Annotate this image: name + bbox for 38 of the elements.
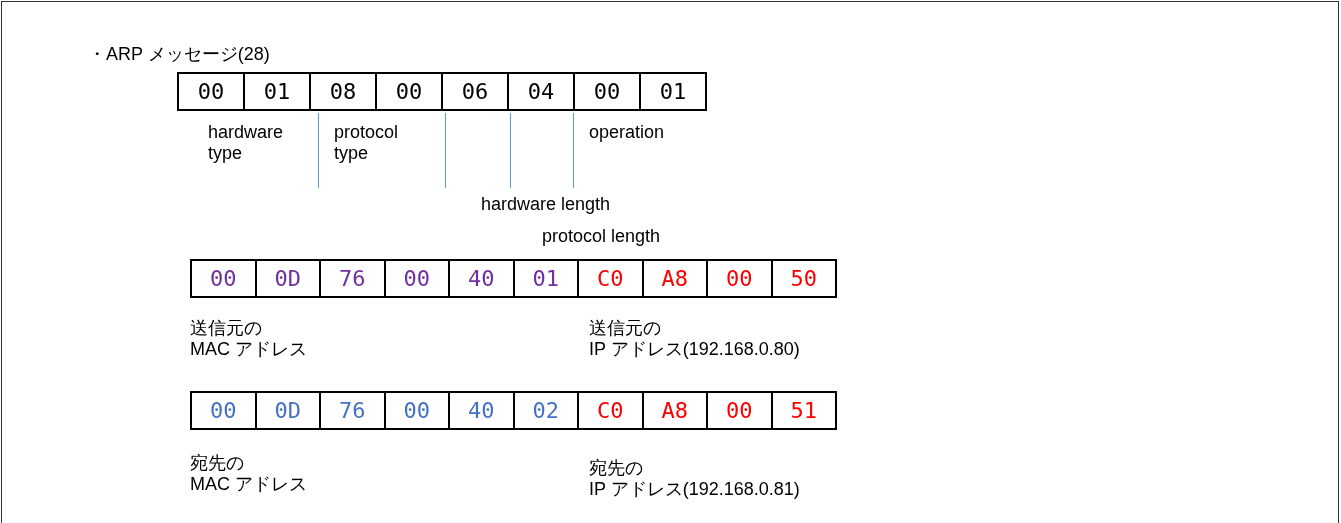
field-label: 送信元の IP アドレス(192.168.0.80) xyxy=(589,318,800,360)
hex-byte-cell: 51 xyxy=(770,391,837,430)
hex-byte-cell: A8 xyxy=(641,259,708,298)
hex-byte-cell: 00 xyxy=(177,72,245,111)
field-label: hardware type xyxy=(208,122,284,164)
hex-byte-cell: 01 xyxy=(243,72,311,111)
hex-byte-cell: C0 xyxy=(577,259,644,298)
field-label: hardware length xyxy=(481,194,611,215)
hex-byte-cell: 00 xyxy=(383,391,450,430)
hex-byte-cell: 50 xyxy=(770,259,837,298)
hex-byte-cell: 00 xyxy=(190,391,257,430)
field-label: 送信元の MAC アドレス xyxy=(190,318,307,360)
hex-byte-cell: 40 xyxy=(448,259,515,298)
title: ・ARP メッセージ(28) xyxy=(88,43,270,66)
hex-byte-cell: 00 xyxy=(383,259,450,298)
hex-byte-cell: 76 xyxy=(319,259,386,298)
hex-byte-cell: 08 xyxy=(309,72,377,111)
hex-byte-cell: 01 xyxy=(512,259,579,298)
hex-byte-cell: 01 xyxy=(639,72,707,111)
field-label: 宛先の IP アドレス(192.168.0.81) xyxy=(589,458,800,500)
hex-byte-cell: 00 xyxy=(706,391,773,430)
hex-byte-cell: 0D xyxy=(254,391,321,430)
hex-byte-cell: 06 xyxy=(441,72,509,111)
hex-byte-cell: A8 xyxy=(641,391,708,430)
hex-byte-cell: 00 xyxy=(190,259,257,298)
hex-byte-cell: 00 xyxy=(573,72,641,111)
hex-byte-cell: 0D xyxy=(254,259,321,298)
field-label: 宛先の MAC アドレス xyxy=(190,453,307,495)
hex-byte-cell: 00 xyxy=(706,259,773,298)
hex-byte-cell: 00 xyxy=(375,72,443,111)
hex-byte-cell: 40 xyxy=(448,391,515,430)
field-label: protocol type xyxy=(334,122,399,164)
hex-byte-cell: 02 xyxy=(512,391,579,430)
hex-byte-cell: 04 xyxy=(507,72,575,111)
field-label: protocol length xyxy=(542,226,661,247)
hex-byte-cell: 76 xyxy=(319,391,386,430)
field-label: operation xyxy=(589,122,665,143)
hex-byte-cell: C0 xyxy=(577,391,644,430)
